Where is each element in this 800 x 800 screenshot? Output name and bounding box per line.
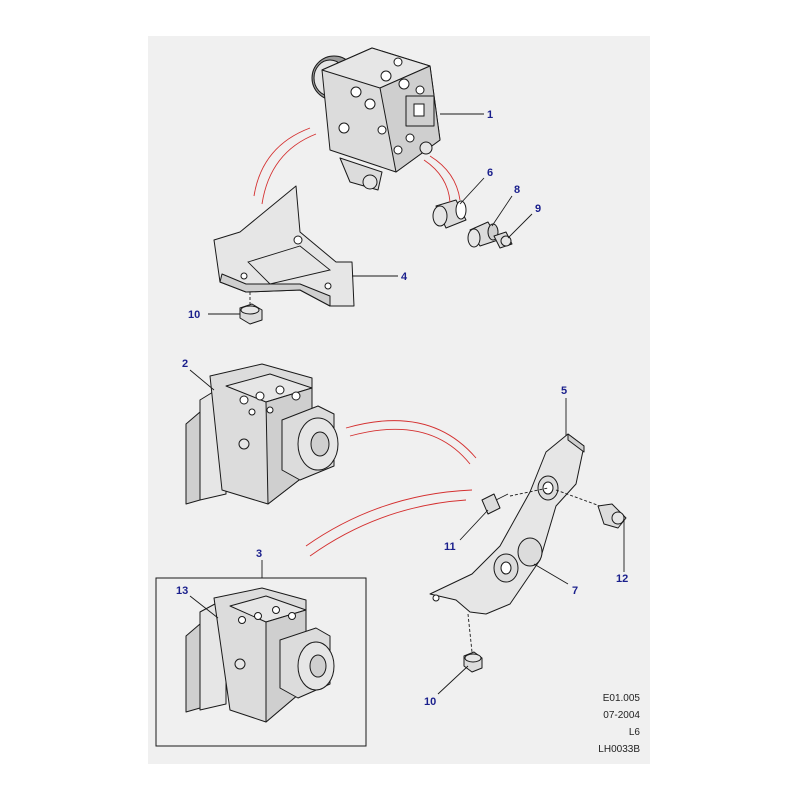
callout-10-lower: 10 [424,696,436,708]
callout-8: 8 [514,184,520,196]
bolt-12 [597,503,627,529]
abs-modulator-unit-1 [311,47,441,191]
association-lines [253,127,477,557]
callout-1: 1 [487,109,493,121]
callout-4: 4 [401,271,408,283]
kit-3-frame [155,577,367,747]
callout-3: 3 [256,548,262,560]
drawing-number: LH0033B [598,744,640,755]
reference-code: E01.005 [602,693,640,704]
callout-12: 12 [616,573,628,585]
reference-model: L6 [628,727,640,738]
ecu-cover [185,411,201,505]
bolt-11 [481,493,509,515]
bracket-4 [213,185,355,307]
sleeve-6 [432,199,467,229]
callout-2: 2 [182,358,188,370]
nut-10-lower [463,651,483,673]
callout-7: 7 [572,585,578,597]
nut-10-upper [239,303,263,325]
callout-11: 11 [444,541,456,553]
abs-modulator-unit-2 [185,363,339,505]
callout-13: 13 [176,585,188,597]
callout-10-upper: 10 [188,309,200,321]
reference-block: E01.005 07-2004 L6 LH0033B [598,690,640,758]
abs-unit-13 [185,587,335,723]
leader-lines [189,113,625,695]
reference-date: 07-2004 [603,710,640,721]
bush-8 [467,221,499,248]
bolt-9 [493,231,513,249]
bracket-5 [429,433,585,615]
callout-5: 5 [561,385,567,397]
callout-9: 9 [535,203,541,215]
callout-6: 6 [487,167,493,179]
